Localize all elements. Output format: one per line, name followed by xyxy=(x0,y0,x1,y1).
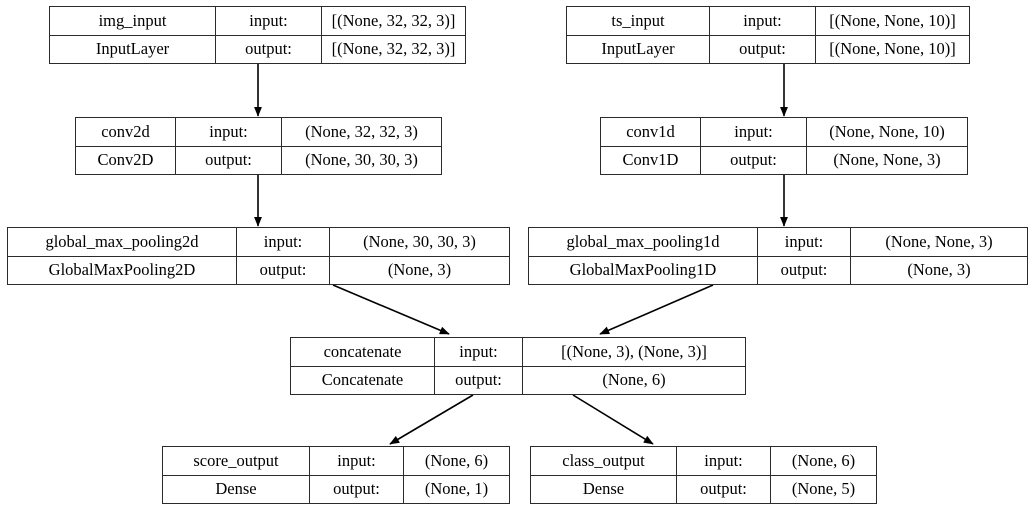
conv2d-layer-class: Conv2D xyxy=(76,146,176,174)
concatenate-output-label: output: xyxy=(435,366,523,394)
global_max_pooling1d-layer-class: GlobalMaxPooling1D xyxy=(529,256,758,284)
class_output-output-label: output: xyxy=(677,475,771,503)
ts_input-output-label: output: xyxy=(710,35,816,63)
class_output-output-shape: (None, 5) xyxy=(791,479,856,498)
global_max_pooling1d-input-label: input: xyxy=(758,228,851,256)
ts_input-output-shape: [(None, None, 10)] xyxy=(829,39,956,58)
concatenate-input-shape: [(None, 3), (None, 3)] xyxy=(561,341,707,361)
conv2d-output-shape: (None, 30, 30, 3) xyxy=(305,150,418,169)
conv2d-input-shape: (None, 32, 32, 3) xyxy=(305,121,418,141)
edge-concatenate-score_output xyxy=(389,394,474,445)
class_output-layer-name: class_output xyxy=(531,447,677,475)
score_output-output-label: output: xyxy=(310,475,404,503)
global_max_pooling1d-output-label: output: xyxy=(758,256,851,284)
concatenate-layer-class: Concatenate xyxy=(291,366,435,394)
conv1d-input-shape: (None, None, 10) xyxy=(829,121,945,141)
img_input-layer-name: img_input xyxy=(50,7,216,35)
score_output-input-label: input: xyxy=(310,447,404,475)
conv2d-input-label: input: xyxy=(176,118,282,146)
global_max_pooling2d-output-shape: (None, 3) xyxy=(387,260,452,279)
score_output-layer-class: Dense xyxy=(163,475,310,503)
global_max_pooling2d-output-label: output: xyxy=(237,256,330,284)
ts_input-layer-class: InputLayer xyxy=(567,35,710,63)
edge-concatenate-class_output xyxy=(572,394,654,445)
conv2d-output-label: output: xyxy=(176,146,282,174)
score_output-layer-name: score_output xyxy=(163,447,310,475)
conv1d-layer-class: Conv1D xyxy=(601,146,701,174)
class_output-input-shape: (None, 6) xyxy=(791,450,856,470)
global_max_pooling1d-input-shape: (None, None, 3) xyxy=(885,231,993,251)
ts_input-layer-name: ts_input xyxy=(567,7,710,35)
edge-global_max_pooling2d-concatenate xyxy=(332,284,450,335)
edge-global_max_pooling1d-concatenate xyxy=(599,284,714,335)
concatenate-output-shape: (None, 6) xyxy=(602,370,666,389)
ts_input-input-label: input: xyxy=(710,7,816,35)
conv1d-output-shape: (None, None, 3) xyxy=(833,150,941,169)
img_input-output-shape: [(None, 32, 32, 3)] xyxy=(331,39,456,58)
score_output-output-shape: (None, 1) xyxy=(424,479,489,498)
img_input-input-shape: [(None, 32, 32, 3)] xyxy=(331,10,456,30)
concatenate-layer-name: concatenate xyxy=(291,338,435,366)
class_output-input-label: input: xyxy=(677,447,771,475)
concatenate-input-label: input: xyxy=(435,338,523,366)
conv1d-input-label: input: xyxy=(701,118,807,146)
global_max_pooling2d-input-shape: (None, 30, 30, 3) xyxy=(363,231,476,251)
img_input-input-label: input: xyxy=(216,7,322,35)
ts_input-input-shape: [(None, None, 10)] xyxy=(829,10,956,30)
global_max_pooling1d-output-shape: (None, 3) xyxy=(907,260,971,279)
global_max_pooling1d-layer-name: global_max_pooling1d xyxy=(529,228,758,256)
conv2d-layer-name: conv2d xyxy=(76,118,176,146)
class_output-layer-class: Dense xyxy=(531,475,677,503)
conv1d-layer-name: conv1d xyxy=(601,118,701,146)
img_input-output-label: output: xyxy=(216,35,322,63)
global_max_pooling2d-layer-class: GlobalMaxPooling2D xyxy=(8,256,237,284)
img_input-layer-class: InputLayer xyxy=(50,35,216,63)
conv1d-output-label: output: xyxy=(701,146,807,174)
global_max_pooling2d-input-label: input: xyxy=(237,228,330,256)
global_max_pooling2d-layer-name: global_max_pooling2d xyxy=(8,228,237,256)
score_output-input-shape: (None, 6) xyxy=(424,450,489,470)
